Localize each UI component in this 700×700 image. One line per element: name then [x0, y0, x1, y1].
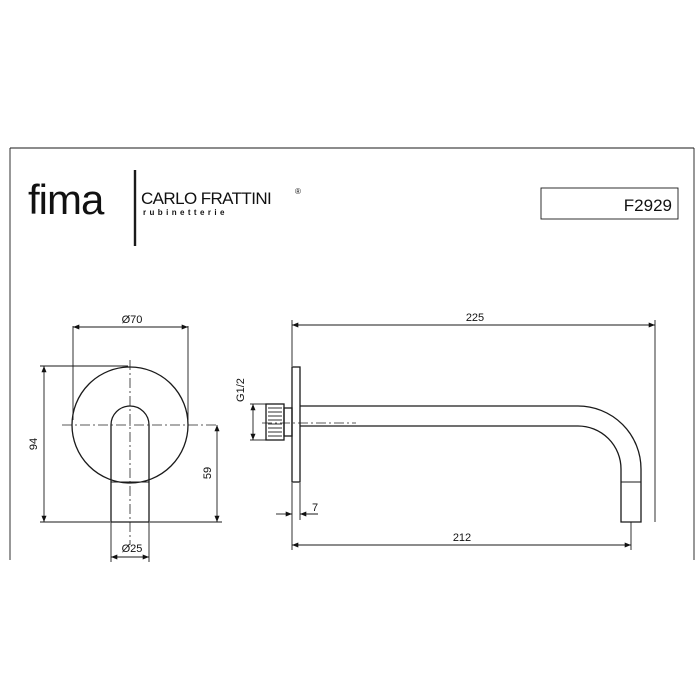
- front-view: Ø70 94 59 Ø25: [28, 314, 222, 562]
- dim-thread: G1/2: [235, 378, 247, 402]
- product-code: F2929: [624, 196, 672, 215]
- drawing-frame: [9, 147, 695, 560]
- spout-side-outline: [300, 405, 642, 523]
- dim-flange-diameter: Ø70: [122, 314, 143, 326]
- dim-spout-diameter: Ø25: [122, 543, 143, 555]
- side-flange: [291, 366, 301, 483]
- logo-fima: fima: [28, 176, 105, 223]
- dim-projection: 212: [453, 532, 471, 544]
- dim-overall-length: 225: [466, 312, 484, 324]
- side-view: G1/2 225 7 212: [235, 312, 656, 550]
- logo-subtitle: rubinetterie: [143, 208, 228, 217]
- thread-connector: [265, 403, 285, 441]
- logo-registered: ®: [295, 187, 301, 196]
- logo-carlo-frattini: CARLO FRATTINI: [141, 189, 271, 208]
- dim-height: 94: [28, 438, 40, 450]
- dim-flange-thickness: 7: [312, 502, 318, 514]
- brand-logo: fima CARLO FRATTINI ® rubinetterie: [28, 170, 301, 246]
- dim-axis-height: 59: [202, 467, 214, 479]
- product-code-box: F2929: [540, 187, 679, 220]
